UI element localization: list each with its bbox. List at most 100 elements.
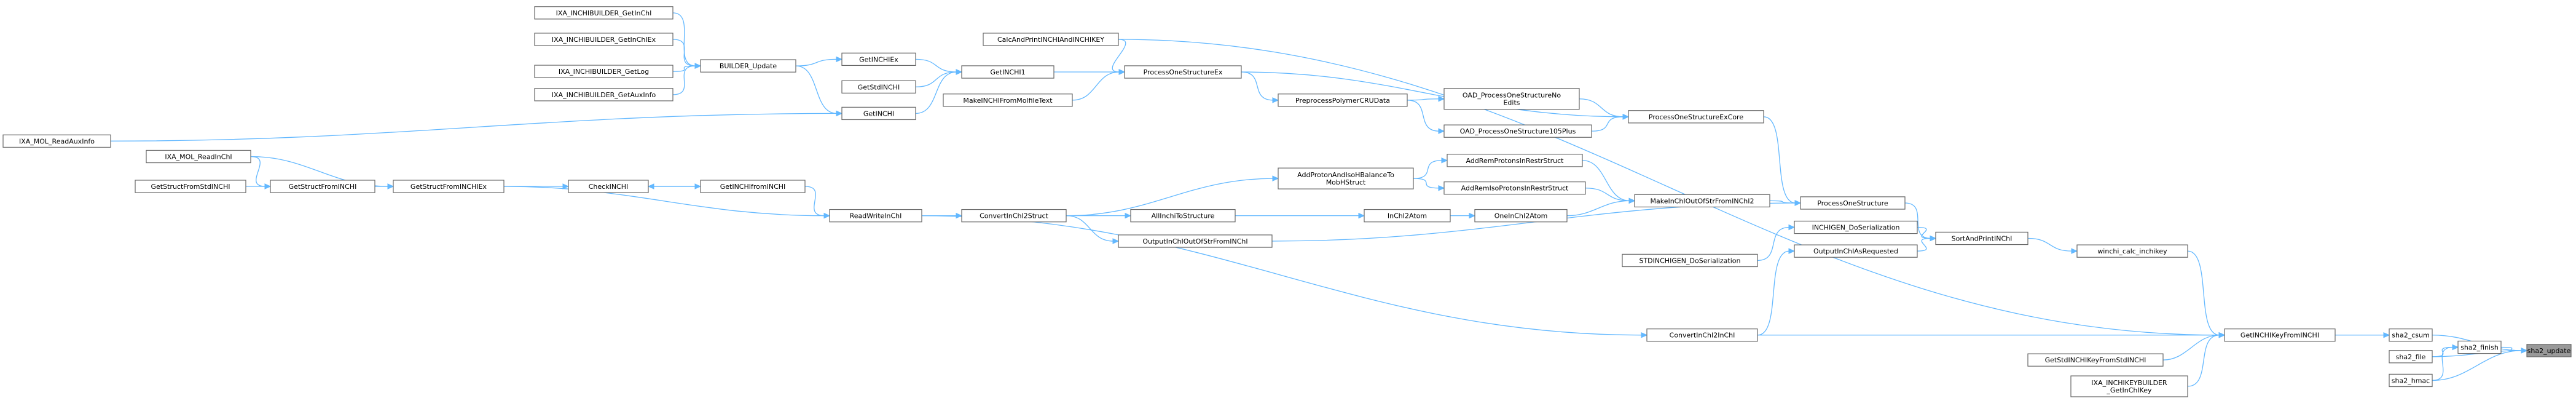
node-box [1443, 88, 1580, 110]
node-checkinchi[interactable]: CheckINCHI [568, 180, 649, 193]
node-convertinchi2inchi[interactable]: ConvertInChI2InChI [1646, 328, 1758, 342]
edge-line [2432, 346, 2454, 381]
node-processonestructure[interactable]: ProcessOneStructure [1800, 196, 1906, 210]
arrowhead [1125, 212, 1132, 219]
node-inchigen-doserialization[interactable]: INCHIGEN_DoSerialization [1794, 220, 1918, 234]
node-box [534, 6, 673, 20]
node-readwriteinchi[interactable]: ReadWriteInChI [829, 209, 922, 223]
node-calcandprintinchiandinchikey[interactable]: CalcAndPrintINCHIAndINCHIKEY [983, 33, 1119, 46]
node-label: GetStdINCHIKeyFromStdINCHI [2045, 356, 2146, 364]
edge-PreprocessPolymerCRUData-to-OAD_ProcessOneStructure105Plus [1407, 100, 1445, 134]
node-getinchi[interactable]: GetINCHI [841, 106, 916, 121]
node-convertinchi2struct[interactable]: ConvertInChI2Struct [961, 209, 1067, 223]
arrowhead [956, 69, 963, 75]
arrowhead [1628, 197, 1636, 204]
node-allinchitostructure[interactable]: AllInchiToStructure [1130, 209, 1236, 223]
node-sha2-finish[interactable]: sha2_finish [2457, 340, 2502, 354]
edge-line [1904, 202, 1931, 239]
arrowhead [1930, 235, 1937, 242]
node-label: SortAndPrintINChI [1952, 234, 2012, 242]
node-sha2-csum[interactable]: sha2_csum [2389, 328, 2433, 342]
edge-line [2432, 346, 2454, 357]
node-box [2027, 353, 2164, 367]
node-inchi2atom[interactable]: InChI2Atom [1364, 209, 1451, 223]
arrowhead [562, 183, 570, 189]
node-label: OAD_ProcessOneStructureNo [1463, 92, 1561, 100]
node-ixa-inchibuilder-getlog[interactable]: IXA_INCHIBUILDER_GetLog [534, 65, 673, 78]
node-label: ProcessOneStructureEx [1144, 68, 1223, 76]
node-oad-processonestructure105plus[interactable]: OAD_ProcessOneStructure105Plus [1443, 124, 1592, 138]
node-addremprotonsinrestrstruct[interactable]: AddRemProtonsInRestrStruct [1447, 154, 1583, 167]
node-oneinchi2atom[interactable]: OneInChI2Atom [1474, 209, 1568, 223]
node-label: GetINCHI [863, 109, 894, 117]
node-getinchifrominchi[interactable]: GetINCHIfromINCHI [700, 180, 806, 193]
node-label: sha2_finish [2460, 344, 2499, 352]
node-label: AddRemIsoProtonsInRestrStruct [1461, 185, 1569, 193]
arrowhead [956, 212, 963, 219]
node-outputinchiasrequested[interactable]: OutputInChIAsRequested [1794, 244, 1918, 258]
node-getstructfrominchiex[interactable]: GetStructFromINCHIEx [393, 180, 505, 193]
node-sortandprintinchi[interactable]: SortAndPrintINChI [1935, 231, 2028, 245]
node-label: AddRemProtonsInRestrStruct [1466, 157, 1565, 165]
node-outputinchioutofstrfrominchi[interactable]: OutputInChIOutOfStrFromINChI [1118, 234, 1273, 248]
node-ixa-inchikeybuilder-getinchikey[interactable]: IXA_INCHIKEYBUILDER_GetInChIKey [2070, 375, 2188, 397]
node-box [393, 180, 505, 193]
node-box [2389, 328, 2433, 342]
edge-line [1241, 71, 1274, 101]
node-label: OutputInChIAsRequested [1813, 247, 1898, 255]
edge-line [110, 113, 838, 141]
node-getstructfrominchi[interactable]: GetStructFromINCHI [270, 180, 375, 193]
node-ixa-inchibuilder-getinchi[interactable]: IXA_INCHIBUILDER_GetInChI [534, 6, 673, 20]
edge-line [2500, 346, 2523, 351]
node-box [2070, 375, 2188, 397]
edge-IXA_INCHIBUILDER_GetInChI-to-BUILDER_Update [672, 12, 702, 69]
node-makeinchioutofstrfrominchi2[interactable]: MakeInChIOutOfStrFromINChI2 [1634, 194, 1770, 208]
arrowhead [1622, 114, 1630, 120]
node-processonestructureex[interactable]: ProcessOneStructureEx [1124, 65, 1242, 79]
node-builder-update[interactable]: BUILDER_Update [700, 59, 796, 73]
edge-OAD_ProcessOneStructure105Plus-to-ProcessOneStructureExCore [1591, 114, 1630, 132]
node-stdinchigen-doserialization[interactable]: STDINCHIGEN_DoSerialization [1622, 253, 1758, 268]
node-getinchikeyfrominchi[interactable]: GetINCHIKeyFromINCHI [2224, 328, 2336, 342]
node-label: OutputInChIOutOfStrFromINChI [1142, 237, 1247, 245]
edge-line [1585, 188, 1630, 202]
node-box [1278, 167, 1414, 189]
node-label: BUILDER_Update [720, 62, 777, 70]
node-getstdinchi[interactable]: GetStdINCHI [841, 80, 916, 94]
node-winchi-calc-inchikey[interactable]: winchi_calc_inchikey [2076, 244, 2188, 258]
node-ixa-mol-readauxinfo[interactable]: IXA_MOL_ReadAuxInfo [2, 134, 111, 148]
edge-line [915, 71, 957, 87]
node-box [1130, 209, 1236, 223]
edge-sha2_hmac-to-sha2_update [2432, 348, 2528, 381]
node-makeinchifrommolfiletext[interactable]: MakeINCHIFromMolfileText [943, 94, 1073, 107]
edge-AddProtonAndIsoHBalanceToMobHStruct-to-AddRemIsoProtonsInRestrStruct [1413, 178, 1445, 191]
node-label: IXA_INCHIKEYBUILDER [2091, 379, 2167, 387]
node-getstructfromstdinchi[interactable]: GetStructFromStdINCHI [135, 180, 246, 193]
edge-line [1582, 160, 1630, 202]
node-getinchiex[interactable]: GetINCHIEx [841, 52, 916, 66]
node-addremisoprotonsinrestrstruct[interactable]: AddRemIsoProtonsInRestrStruct [1443, 181, 1586, 195]
node-getstdinchikeyfromstdinchi[interactable]: GetStdINCHIKeyFromStdINCHI [2027, 353, 2164, 367]
node-preprocesspolymercrudata[interactable]: PreprocessPolymerCRUData [1278, 94, 1408, 107]
node-box [1794, 244, 1918, 258]
edge-ConvertInChI2InChI-to-OutputInChIAsRequested [1757, 248, 1796, 336]
node-ixa-inchibuilder-getinchiex[interactable]: IXA_INCHIBUILDER_GetInChIEx [534, 33, 673, 46]
edge-line [503, 186, 825, 217]
node-ixa-mol-readinchi[interactable]: IXA_MOL_ReadInChI [146, 149, 251, 164]
node-processonestructureexcore[interactable]: ProcessOneStructureExCore [1628, 110, 1764, 124]
node-box [1443, 181, 1586, 195]
node-getinchi1[interactable]: GetINCHI1 [961, 65, 1054, 79]
edge-IXA_INCHIKEYBUILDER_GetInChIKey-to-GetINCHIKeyFromINCHI [2187, 332, 2226, 387]
edge-AddRemProtonsInRestrStruct-to-MakeInChIOutOfStrFromINChI2 [1582, 160, 1636, 204]
node-label: Edits [1503, 99, 1520, 107]
node-sha2-file[interactable]: sha2_file [2389, 350, 2433, 364]
arrowhead [647, 183, 654, 189]
edge-line [2187, 335, 2220, 387]
node-ixa-inchibuilder-getauxinfo[interactable]: IXA_INCHIBUILDER_GetAuxInfo [534, 88, 673, 101]
edge-GetINCHIfromINCHI-to-ReadWriteInChI [804, 186, 831, 219]
node-label: ReadWriteInChI [850, 212, 902, 220]
node-label: GetINCHIKeyFromINCHI [2240, 332, 2319, 340]
node-sha2-hmac[interactable]: sha2_hmac [2389, 373, 2433, 388]
